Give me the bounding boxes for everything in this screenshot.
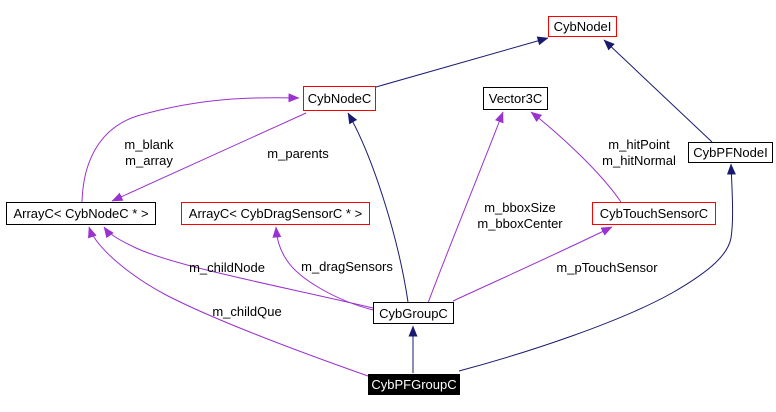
edge-label-line: m_bboxSize [484, 200, 556, 215]
edge-usage-m-childque [88, 226, 369, 377]
edge-usage-m-dragsensors [272, 226, 374, 311]
edge-label-m-ptouchsensor: m_pTouchSensor [546, 260, 668, 276]
node-arrayc-cybdragsensorc[interactable]: ArrayC< CybDragSensorC * > [181, 202, 370, 225]
edge-inherit-cybpfgroupc-to-cybpfnodei [458, 163, 736, 372]
edge-label-m-hitpoint-m-hitnormal: m_hitPoint m_hitNormal [587, 137, 691, 169]
edge-label-line: m_parents [267, 146, 329, 161]
edge-label-m-blank-m-array: m_blank m_array [99, 137, 199, 169]
edge-usage-m-parents [111, 112, 307, 202]
edge-label-line: m_dragSensors [301, 259, 393, 274]
edge-label-line: m_hitNormal [602, 153, 676, 168]
node-cybgroupc[interactable]: CybGroupC [373, 302, 454, 324]
edge-usage-m-bboxsize-m-bboxcenter [427, 111, 504, 304]
edge-label-m-childnode: m_childNode [177, 260, 277, 276]
edge-usage-m-hitpoint-m-hitnormal [530, 111, 622, 203]
edge-label-m-dragsensors: m_dragSensors [294, 259, 400, 275]
edge-label-m-childque: m_childQue [197, 304, 297, 320]
edge-usage-m-ptouchsensor [452, 226, 613, 302]
edge-usage-m-childnode [103, 226, 374, 309]
node-cybnodec[interactable]: CybNodeC [303, 86, 376, 111]
edge-label-m-bboxsize-m-bboxcenter: m_bboxSize m_bboxCenter [459, 200, 581, 232]
edge-label-line: m_pTouchSensor [556, 260, 658, 275]
node-arrayc-cybnodec[interactable]: ArrayC< CybNodeC * > [6, 202, 156, 225]
node-vector3c[interactable]: Vector3C [483, 87, 548, 110]
edge-inherit-cybgroupc-to-cybnodec [347, 112, 409, 303]
node-cybpfgroupc: CybPFGroupC [368, 374, 460, 395]
edge-label-line: m_hitPoint [608, 137, 670, 152]
edge-label-line: m_blank [124, 137, 174, 152]
edge-usage-m-blank-m-array [81, 93, 300, 203]
edge-label-line: m_childQue [212, 304, 282, 319]
edge-label-line: m_childNode [189, 260, 265, 275]
edge-label-line: m_array [125, 153, 173, 168]
node-cybpfnodei[interactable]: CybPFNodeI [688, 142, 773, 163]
edge-label-line: m_bboxCenter [477, 216, 563, 231]
node-cybtouchsensorc[interactable]: CybTouchSensorC [592, 202, 716, 225]
edge-label-m-parents: m_parents [248, 146, 348, 162]
node-cybnodei[interactable]: CybNodeI [548, 16, 617, 37]
edge-inherit-cybpfnodei-to-cybnodei [603, 39, 713, 143]
edge-inherit-cybnodec-to-cybnodei [375, 36, 549, 88]
